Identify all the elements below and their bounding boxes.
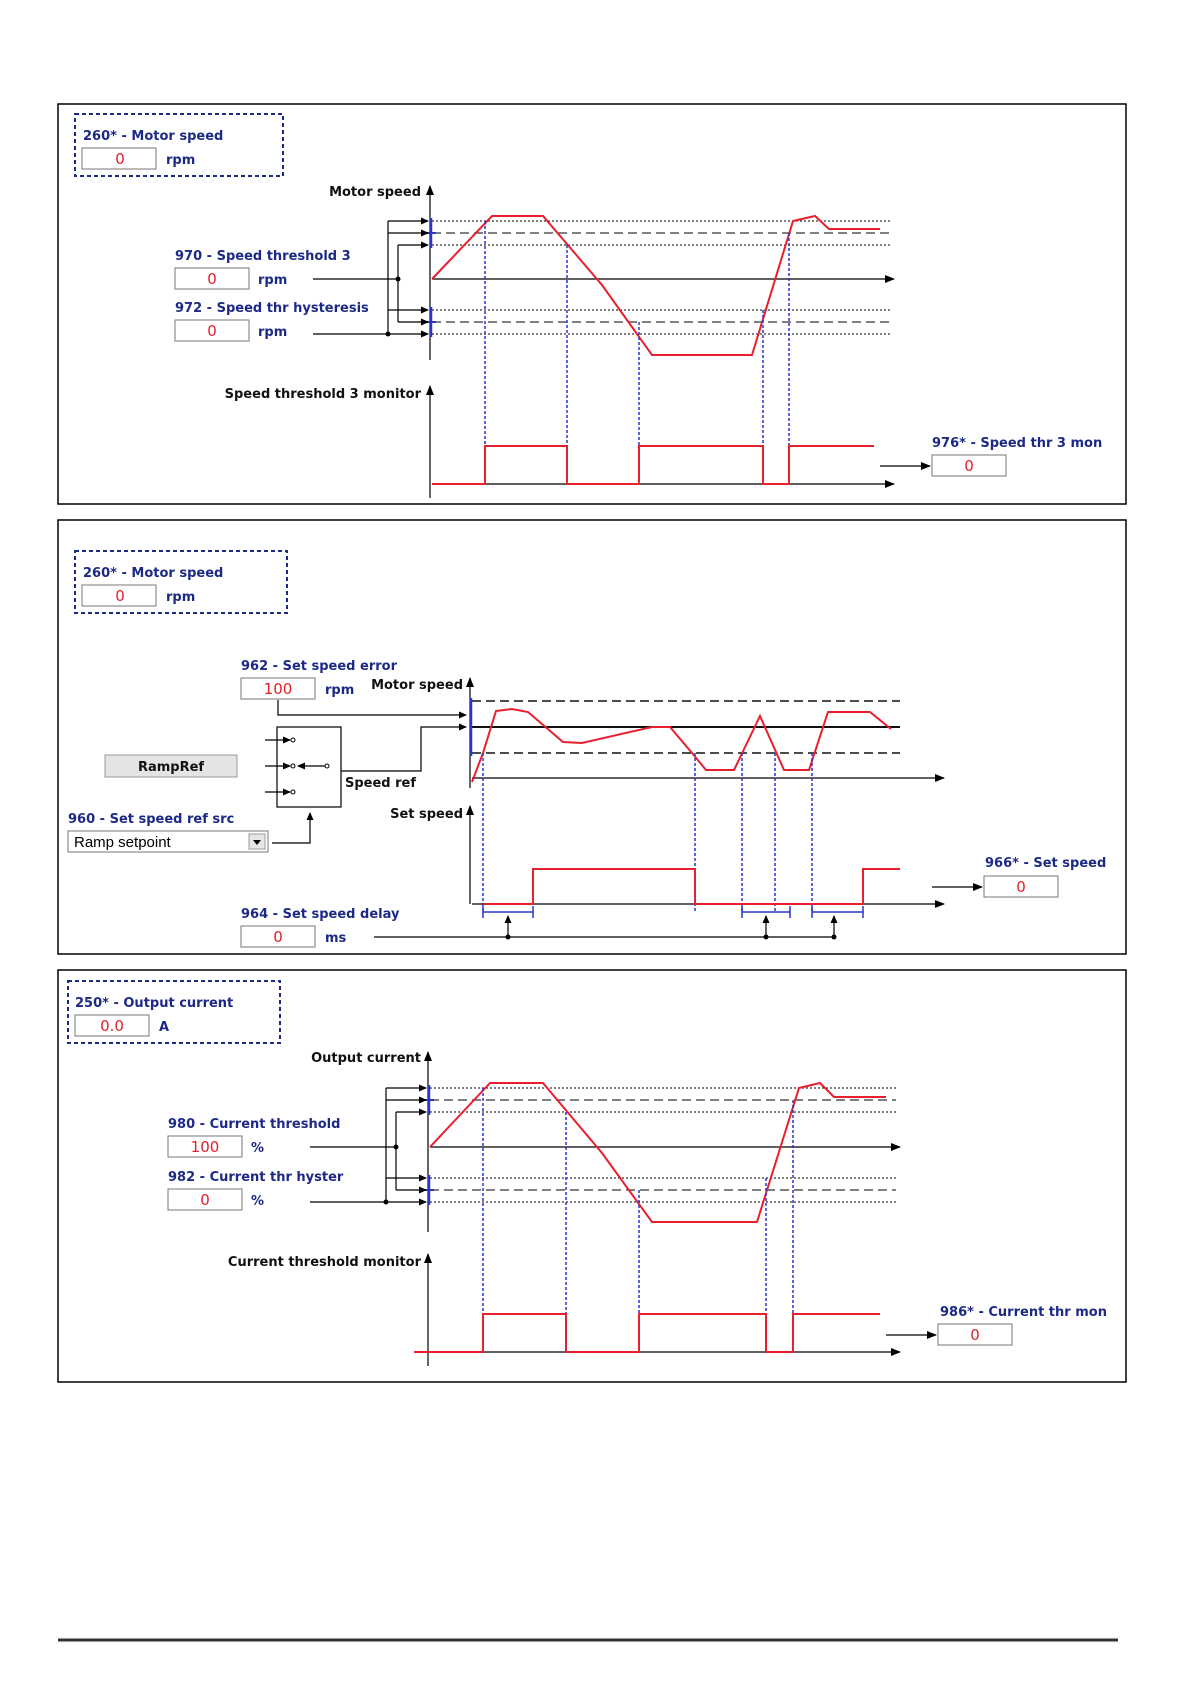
source-select[interactable] [67,830,269,853]
param-box-frame [74,550,288,614]
source-title: 960 - Set speed ref src [68,812,234,827]
output-title: 986* - Current thr mon [940,1305,1107,1320]
speed-threshold-value: 0 [207,270,217,288]
chevron-down-icon [253,840,261,845]
motor-speed-value: 0 [115,587,125,605]
speed-error-field[interactable] [240,677,316,700]
panel-frame [57,103,1127,505]
output-field[interactable] [937,1323,1013,1346]
current-threshold-unit: % [251,1141,264,1156]
speed-ref-feed [341,723,467,772]
delay-junction-1 [505,934,511,940]
motor-speed-value: 0 [115,150,125,168]
delay-junction-2 [763,934,769,940]
selector-contact-1 [290,737,296,743]
source-selected: Ramp setpoint [74,834,172,851]
param-box-title: 260* - Motor speed [83,566,223,581]
speed-hysteresis-value: 0 [207,322,217,340]
panel-frame [57,519,1127,955]
current-threshold-title: 980 - Current threshold [168,1117,340,1132]
output-value: 0 [1016,878,1026,896]
motor-speed-unit: rpm [166,590,195,605]
param-box-title: 250* - Output current [75,996,233,1011]
ramp-ref-button[interactable] [104,754,238,778]
panel-output-current-threshold: 250* - Output current 0.0 A Output curre… [57,969,1127,1383]
output-title: 966* - Set speed [985,856,1106,871]
axis-label-monitor: Speed threshold 3 monitor [225,387,422,402]
axis-label-monitor: Current threshold monitor [228,1255,422,1270]
delay-junction-3 [831,934,837,940]
current-hysteresis-title: 982 - Current thr hyster [168,1170,344,1185]
panel-motor-speed-threshold: 260* - Motor speed 0 rpm Motor speed [57,103,1127,505]
monitor-waveform [432,445,874,485]
current-threshold-field[interactable] [167,1135,243,1158]
output-title: 976* - Speed thr 3 mon [932,436,1102,451]
current-hysteresis-field[interactable] [167,1188,243,1211]
motor-speed-field[interactable] [81,584,157,607]
output-current-waveform [429,1081,886,1223]
speed-threshold-title: 970 - Speed threshold 3 [175,249,351,264]
motor-speed-field[interactable] [81,147,157,170]
param-box-frame [67,980,281,1044]
motor-speed-waveform [431,214,880,356]
output-current-unit: A [159,1020,169,1035]
delay-value: 0 [273,928,283,946]
param-box-title: 260* - Motor speed [83,129,223,144]
delay-unit: ms [325,931,347,946]
output-current-value: 0.0 [100,1017,124,1035]
axis-label-set-speed: Set speed [390,807,463,822]
current-threshold-value: 100 [191,1138,220,1156]
panel-set-speed: 260* - Motor speed 0 rpm 962 - Set speed… [57,519,1127,955]
param-box-frame [74,113,284,177]
axis-label-motor-speed: Motor speed [371,678,463,693]
current-hysteresis-unit: % [251,1194,264,1209]
speed-hysteresis-field[interactable] [174,319,250,342]
speed-error-unit: rpm [325,683,354,698]
delay-field[interactable] [240,925,316,948]
ramp-ref-label: RampRef [138,760,204,775]
ref-selector [276,726,342,808]
set-speed-waveform [483,868,900,905]
output-value: 0 [970,1326,980,1344]
delay-title: 964 - Set speed delay [241,907,400,922]
panel-frame [57,969,1127,1383]
output-field[interactable] [931,454,1007,477]
output-current-field[interactable] [74,1014,150,1037]
speed-hysteresis-title: 972 - Speed thr hysteresis [175,301,369,316]
monitor-waveform [414,1313,880,1353]
output-field[interactable] [983,875,1059,898]
output-value: 0 [964,457,974,475]
delay-brackets [482,906,864,918]
speed-error-title: 962 - Set speed error [241,659,398,674]
source-feed [272,812,314,844]
axis-label-motor-speed: Motor speed [329,185,421,200]
axis-label-output-current: Output current [311,1051,421,1066]
selector-contact-2 [290,763,296,769]
motor-speed-unit: rpm [166,153,195,168]
speed-threshold-field[interactable] [174,267,250,290]
current-hysteresis-value: 0 [200,1191,210,1209]
speed-threshold-unit: rpm [258,273,287,288]
selector-contact-3 [290,789,296,795]
speed-hysteresis-unit: rpm [258,325,287,340]
error-feed [277,700,467,719]
speed-error-value: 100 [264,680,293,698]
speed-ref-label: Speed ref [345,776,416,791]
selector-pivot [324,763,330,769]
